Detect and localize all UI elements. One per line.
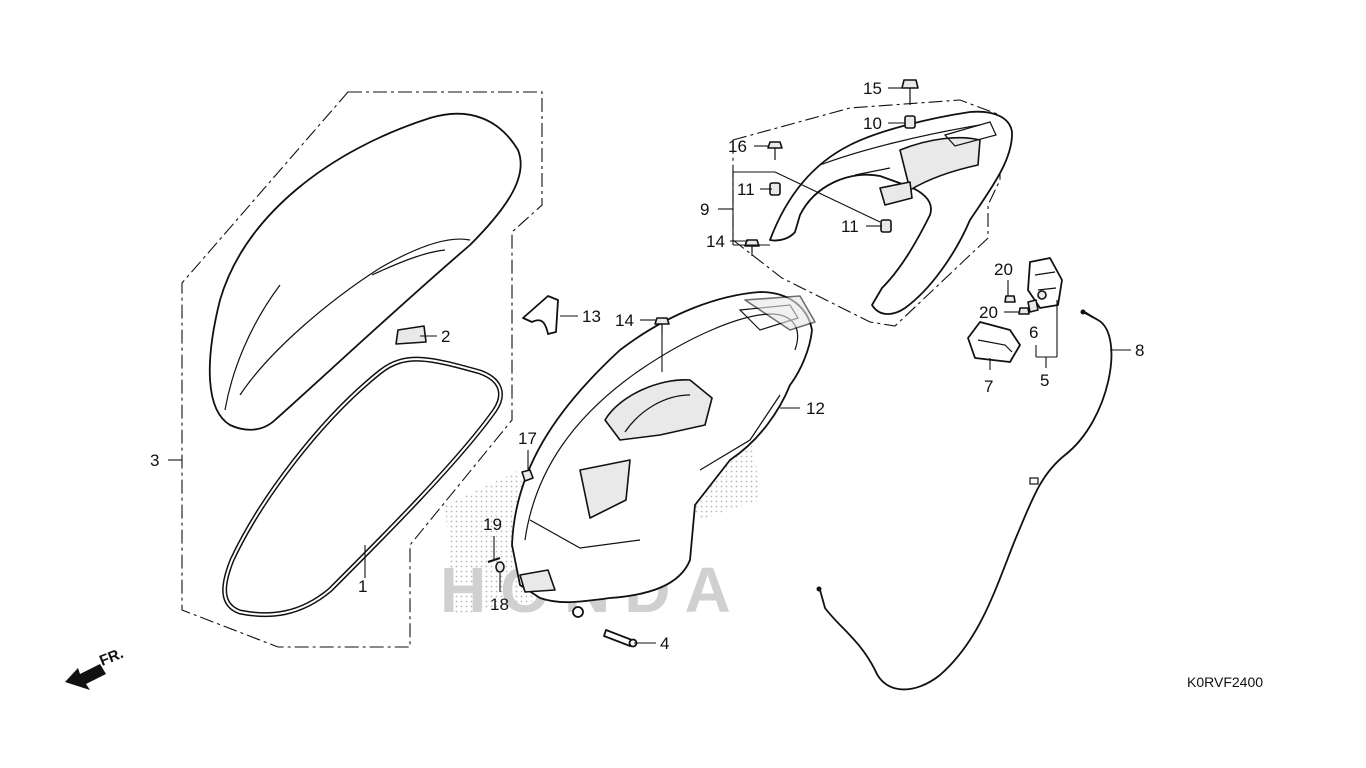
lock-base-7 xyxy=(967,321,1021,363)
collar-11-right xyxy=(880,219,892,233)
callout-labels: 1 2 3 4 5 6 7 8 9 10 11 11 12 13 14 14 1… xyxy=(150,79,1144,653)
callout-20-lower: 20 xyxy=(979,303,998,322)
bolt-16 xyxy=(767,141,783,160)
drawing-code: K0RVF2400 xyxy=(1187,674,1263,690)
callout-17: 17 xyxy=(518,429,537,448)
washer-18 xyxy=(495,561,505,573)
front-arrow-icon xyxy=(65,664,106,690)
callout-9: 9 xyxy=(700,200,709,219)
seat-lock-assembly xyxy=(967,257,1063,363)
callout-13: 13 xyxy=(582,307,601,326)
callout-7: 7 xyxy=(984,377,993,396)
callout-4: 4 xyxy=(660,634,669,653)
callout-15: 15 xyxy=(863,79,882,98)
bolt-14-left xyxy=(654,317,670,334)
callout-14-left: 14 xyxy=(615,311,634,330)
callout-18: 18 xyxy=(490,595,509,614)
callout-1: 1 xyxy=(358,577,367,596)
callout-3: 3 xyxy=(150,451,159,470)
seat-hook xyxy=(522,295,559,335)
callout-8: 8 xyxy=(1135,341,1144,360)
pin xyxy=(603,629,638,648)
rear-grab-rail xyxy=(769,110,1013,315)
callout-19: 19 xyxy=(483,515,502,534)
seat-assembly-boundary xyxy=(181,91,543,648)
callout-11-left: 11 xyxy=(737,180,755,199)
screw-20-lower xyxy=(1018,307,1030,315)
bolt-15 xyxy=(901,79,919,105)
seat xyxy=(208,112,522,431)
leader-lines xyxy=(168,87,1131,644)
nut-17 xyxy=(521,469,534,482)
callout-20-upper: 20 xyxy=(994,260,1013,279)
bolt-14-right xyxy=(744,239,760,256)
callout-14-right: 14 xyxy=(706,232,725,251)
seat-lock-cable xyxy=(816,309,1113,691)
front-direction-indicator: FR. xyxy=(65,645,126,690)
caution-label xyxy=(395,325,427,345)
luggage-box xyxy=(511,291,816,618)
screw-20-upper xyxy=(1004,295,1016,303)
front-label: FR. xyxy=(97,645,126,670)
callout-2: 2 xyxy=(441,327,450,346)
collar-10 xyxy=(904,115,916,129)
callout-6: 6 xyxy=(1029,323,1038,342)
lock-stay-6 xyxy=(1027,299,1039,313)
callout-12: 12 xyxy=(806,399,825,418)
callout-16: 16 xyxy=(728,137,747,156)
callout-11-right: 11 xyxy=(841,217,859,236)
seat-seal-ring xyxy=(222,356,503,618)
grab-rail-boundary xyxy=(732,99,1001,327)
callout-10: 10 xyxy=(863,114,882,133)
callout-5: 5 xyxy=(1040,371,1049,390)
